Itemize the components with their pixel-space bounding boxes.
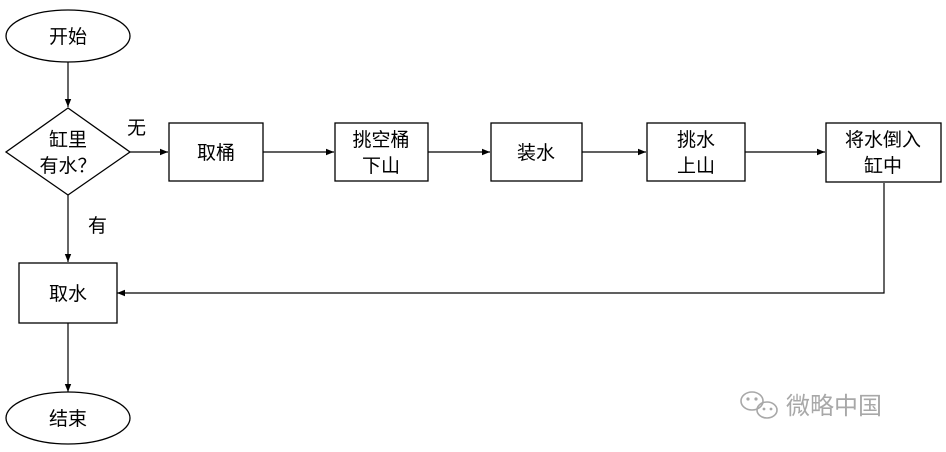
node-carry-up-label-line2: 上山 <box>677 155 715 177</box>
node-carry-up: 挑水 上山 <box>646 122 746 182</box>
node-start-label: 开始 <box>49 26 87 48</box>
node-fill-water: 装水 <box>490 122 583 182</box>
edge-label-no: 无 <box>127 117 146 139</box>
node-end: 结束 <box>5 391 131 445</box>
node-end-label: 结束 <box>49 408 87 430</box>
edge-pour-to-take-water <box>117 183 885 297</box>
node-decision-label-line1: 缸里 <box>49 129 87 151</box>
node-carry-down-label-line2: 下山 <box>362 155 400 177</box>
node-take-bucket: 取桶 <box>168 122 264 182</box>
node-carry-down: 挑空桶 下山 <box>334 122 429 182</box>
node-take-water: 取水 <box>18 262 118 324</box>
node-pour-label-line2: 缸中 <box>864 155 902 177</box>
edges <box>64 62 885 392</box>
wechat-icon <box>740 391 778 419</box>
node-take-water-label: 取水 <box>49 283 87 305</box>
watermark-text: 微略中国 <box>786 392 882 420</box>
node-take-bucket-label: 取桶 <box>197 142 235 164</box>
node-carry-down-label-line1: 挑空桶 <box>352 129 409 151</box>
node-carry-up-label-line1: 挑水 <box>677 129 715 151</box>
node-decision-label-line2: 有水？ <box>39 155 96 177</box>
node-fill-water-label: 装水 <box>517 142 555 164</box>
edge-label-yes: 有 <box>88 215 107 237</box>
node-pour: 将水倒入 缸中 <box>825 122 942 183</box>
node-pour-label-line1: 将水倒入 <box>845 129 921 151</box>
node-start: 开始 <box>5 9 131 63</box>
node-decision: 缸里 有水？ <box>4 107 132 196</box>
watermark: 微略中国 <box>740 391 882 420</box>
